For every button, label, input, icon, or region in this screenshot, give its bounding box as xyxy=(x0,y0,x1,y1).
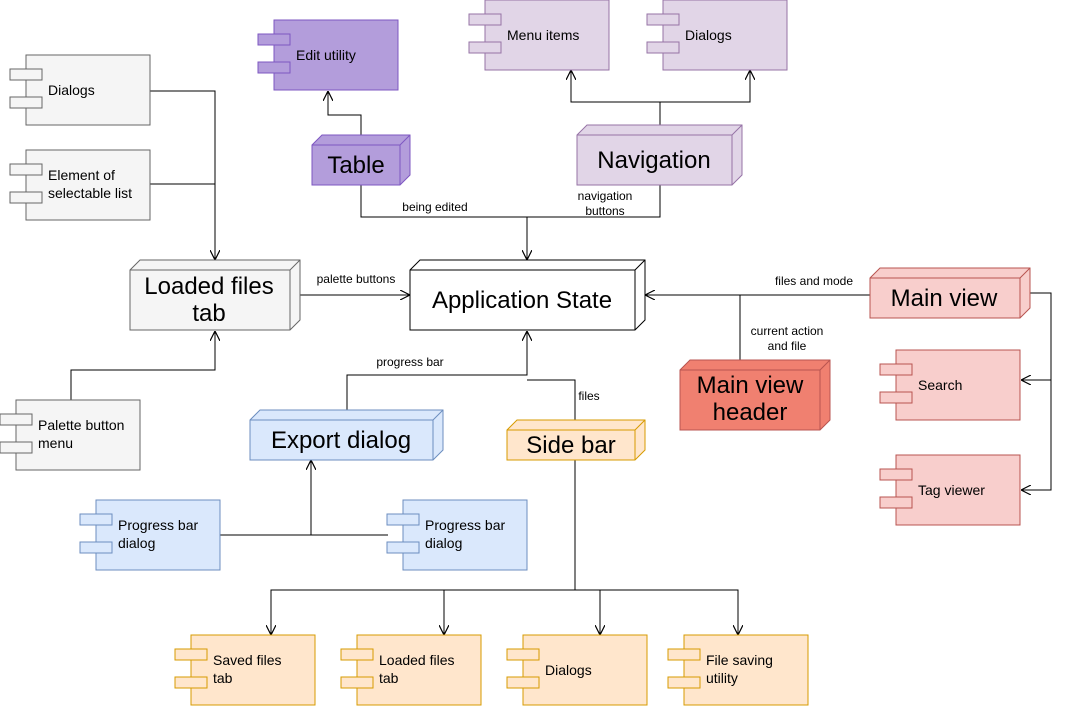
label-progress-bar: progress bar xyxy=(376,355,443,369)
component-saved-files-tab[interactable]: Saved files tab xyxy=(174,634,316,706)
connectors xyxy=(70,71,1052,634)
node-side-bar-label: Side bar xyxy=(526,432,615,459)
component-menu-items-label: Menu items xyxy=(507,27,579,43)
component-element-selectable-list[interactable]: Element of selectable list xyxy=(9,149,151,221)
label-palette-buttons: palette buttons xyxy=(317,272,396,286)
edge-sidebar-to-file-saving xyxy=(575,589,738,634)
edge-sidebar-to-app-state xyxy=(527,379,576,420)
edge-labels: palette buttons being edited navigation … xyxy=(317,189,854,403)
node-navigation[interactable]: Navigation xyxy=(576,124,743,186)
component-edit-utility-label: Edit utility xyxy=(296,47,356,63)
edge-table-to-app-state xyxy=(360,185,527,259)
component-file-saving-utility[interactable]: File saving utility xyxy=(667,634,809,706)
edge-sidebar-to-saved-files xyxy=(271,589,575,634)
label-navigation-buttons-line-1: navigation xyxy=(578,189,633,203)
node-loaded-files-tab[interactable]: Loaded files tab xyxy=(129,259,301,331)
node-side-bar[interactable]: Side bar xyxy=(506,419,646,461)
component-search[interactable]: Search xyxy=(879,349,1021,421)
component-progress-bar-dialog-left[interactable]: Progress bar dialog xyxy=(79,499,221,571)
node-main-view[interactable]: Main view xyxy=(869,267,1031,319)
component-dialogs-nav-label: Dialogs xyxy=(685,27,732,43)
component-loaded-files-tab-bottom[interactable]: Loaded files tab xyxy=(340,634,482,706)
edge-main-view-to-tag-viewer xyxy=(1022,380,1052,490)
label-current-action-line-1: current action xyxy=(751,324,824,338)
label-files: files xyxy=(578,389,599,403)
component-palette-menu-line-2: menu xyxy=(38,435,73,451)
component-progress-right-line-2: dialog xyxy=(425,535,462,551)
component-dialogs-left[interactable]: Dialogs xyxy=(9,54,151,126)
node-loaded-files-tab-line-1: Loaded files xyxy=(144,273,273,300)
node-export-dialog[interactable]: Export dialog xyxy=(249,409,444,461)
node-navigation-label: Navigation xyxy=(597,147,710,174)
edge-table-to-edit-utility xyxy=(328,92,362,135)
node-application-state[interactable]: Application State xyxy=(409,259,646,331)
node-export-dialog-label: Export dialog xyxy=(271,427,411,454)
component-element-selectable-line-1: Element of xyxy=(48,167,115,183)
component-dialogs-bottom-label: Dialogs xyxy=(545,662,592,678)
component-file-saving-line-2: utility xyxy=(706,670,738,686)
component-tag-viewer-label: Tag viewer xyxy=(918,482,985,498)
component-menu-items[interactable]: Menu items xyxy=(468,0,610,71)
label-navigation-buttons-line-2: buttons xyxy=(585,204,624,218)
node-table[interactable]: Table xyxy=(311,134,411,186)
edge-navigation-to-app-state xyxy=(527,185,661,218)
edge-navigation-to-dialogs xyxy=(660,71,750,103)
component-loaded-files-b-line-1: Loaded files xyxy=(379,652,455,668)
node-table-label: Table xyxy=(327,152,384,179)
node-loaded-files-tab-line-2: tab xyxy=(192,300,225,327)
component-dialogs-bottom[interactable]: Dialogs xyxy=(506,634,648,706)
edge-main-view-to-search xyxy=(1022,292,1052,380)
component-palette-button-menu[interactable]: Palette button menu xyxy=(0,399,141,471)
component-saved-files-line-2: tab xyxy=(213,670,233,686)
label-being-edited: being edited xyxy=(402,200,467,214)
label-files-and-mode: files and mode xyxy=(775,274,853,288)
node-main-view-label: Main view xyxy=(891,285,998,312)
component-loaded-files-b-line-2: tab xyxy=(379,670,399,686)
node-main-view-header[interactable]: Main view header xyxy=(679,359,831,431)
component-progress-left-line-1: Progress bar xyxy=(118,517,198,533)
component-dialogs-left-label: Dialogs xyxy=(48,82,95,98)
node-application-state-label: Application State xyxy=(432,287,612,314)
component-dialogs-navigation[interactable]: Dialogs xyxy=(646,0,788,71)
label-current-action-line-2: and file xyxy=(768,339,807,353)
node-main-view-header-line-2: header xyxy=(713,399,788,426)
component-saved-files-line-1: Saved files xyxy=(213,652,281,668)
edge-export-to-app-state xyxy=(346,332,527,410)
edge-dialogs-to-loaded-tab xyxy=(150,90,215,259)
edge-palette-menu-to-loaded-tab xyxy=(70,332,215,400)
component-palette-menu-line-1: Palette button xyxy=(38,417,124,433)
edge-navigation-to-menu-items xyxy=(571,71,660,103)
component-progress-left-line-2: dialog xyxy=(118,535,155,551)
node-main-view-header-line-1: Main view xyxy=(697,372,804,399)
component-progress-right-line-1: Progress bar xyxy=(425,517,505,533)
component-file-saving-line-1: File saving xyxy=(706,652,773,668)
component-edit-utility[interactable]: Edit utility xyxy=(257,19,399,91)
component-progress-bar-dialog-right[interactable]: Progress bar dialog xyxy=(386,499,528,571)
component-tag-viewer[interactable]: Tag viewer xyxy=(879,454,1021,526)
component-search-label: Search xyxy=(918,377,962,393)
component-element-selectable-line-2: selectable list xyxy=(48,185,132,201)
